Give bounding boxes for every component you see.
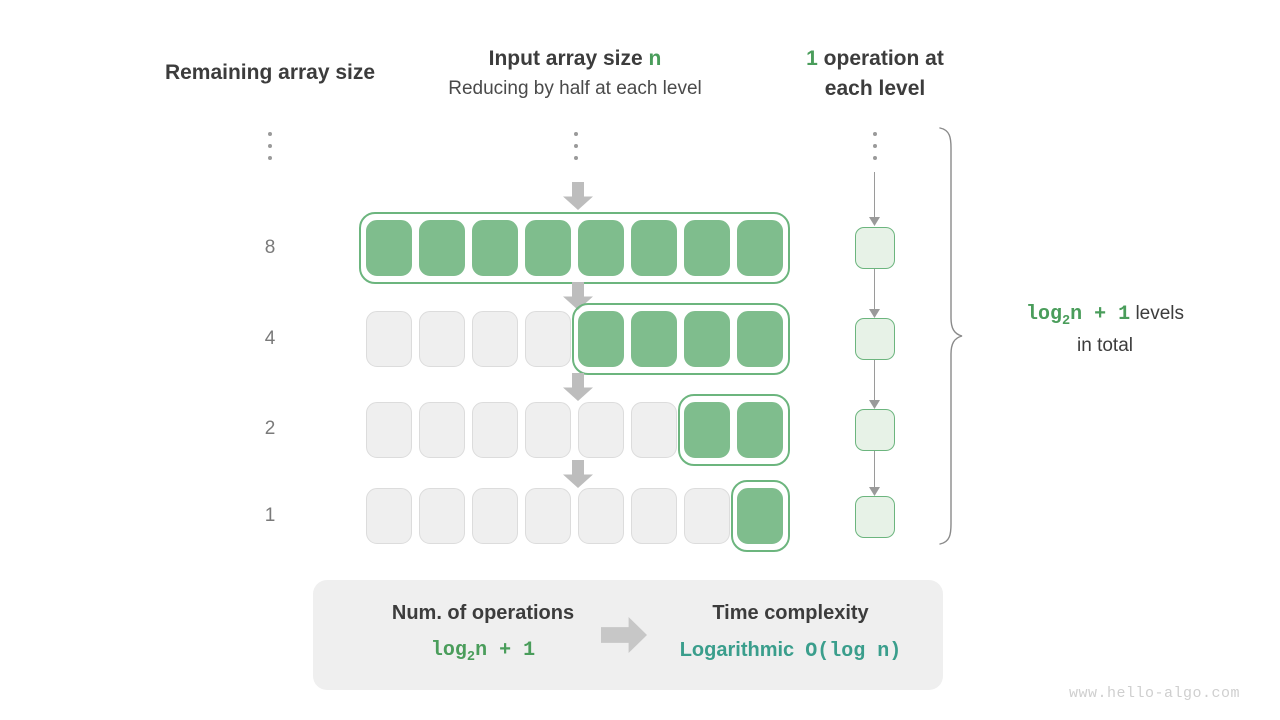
array-cell-gray bbox=[472, 488, 518, 544]
operation-box-level-4 bbox=[855, 318, 895, 360]
summary-right-title: Time complexity bbox=[712, 602, 869, 624]
levels-formula: log2n + 1 bbox=[1025, 303, 1131, 329]
array-cell-green bbox=[631, 220, 677, 276]
summary-left-formula: log2n + 1 bbox=[430, 639, 536, 665]
dot-icon bbox=[873, 144, 877, 148]
array-cell-gray bbox=[578, 402, 624, 458]
array-cell-gray bbox=[525, 488, 571, 544]
array-cell-gray bbox=[684, 488, 730, 544]
operation-connector-line bbox=[874, 451, 876, 495]
halving-arrow-icon-1 bbox=[563, 182, 593, 210]
operation-connector-line bbox=[874, 269, 876, 313]
array-row-4 bbox=[363, 303, 793, 375]
array-cell-green bbox=[631, 311, 677, 367]
header-operations-per-level: 1 operation at each level bbox=[780, 46, 970, 103]
array-cell-green bbox=[419, 220, 465, 276]
arrow-head-icon bbox=[869, 309, 880, 318]
array-cell-green bbox=[737, 311, 783, 367]
active-segment-outline bbox=[731, 480, 790, 552]
array-cell-gray bbox=[366, 402, 412, 458]
arrow-head-icon bbox=[869, 400, 880, 409]
summary-complexity-word: Logarithmic bbox=[679, 639, 795, 661]
size-label-2: 2 bbox=[264, 418, 276, 439]
array-cell-green bbox=[737, 402, 783, 458]
active-segment-outline bbox=[678, 394, 790, 466]
array-cell-gray bbox=[419, 311, 465, 367]
header-input-array-size: Input array size n Reducing by half at e… bbox=[380, 46, 770, 101]
array-cell-gray bbox=[525, 402, 571, 458]
dot-icon bbox=[873, 156, 877, 160]
array-cell-gray bbox=[472, 402, 518, 458]
summary-right-value: Logarithmic O(log n) bbox=[653, 639, 928, 663]
header-right-line1: 1 operation at bbox=[780, 46, 970, 72]
arrow-head-icon bbox=[869, 217, 880, 226]
operation-box-level-1 bbox=[855, 496, 895, 538]
array-cell-green bbox=[578, 220, 624, 276]
array-column-ellipsis bbox=[571, 132, 581, 160]
size-label-8: 8 bbox=[264, 237, 276, 258]
header-right-line1-rest: operation at bbox=[817, 47, 944, 70]
array-row-8 bbox=[359, 212, 793, 284]
array-cell-green bbox=[737, 220, 783, 276]
operation-connector-line bbox=[874, 360, 876, 404]
array-row-2 bbox=[363, 394, 793, 466]
dot-icon bbox=[574, 132, 578, 136]
array-cell-green bbox=[525, 220, 571, 276]
summary-left-column: Num. of operations log2n + 1 bbox=[343, 602, 623, 665]
active-segment-outline bbox=[572, 303, 790, 375]
size-label-4: 4 bbox=[264, 328, 276, 349]
header-middle-subtitle: Reducing by half at each level bbox=[448, 78, 702, 100]
levels-note-suffix: levels bbox=[1130, 303, 1185, 324]
operation-connector-line bbox=[874, 172, 876, 220]
header-left-text: Remaining array size bbox=[164, 61, 376, 84]
arrow-head-icon bbox=[869, 487, 880, 496]
levels-total-note: log2n + 1 levels in total bbox=[980, 300, 1230, 359]
summary-right-column: Time complexity Logarithmic O(log n) bbox=[653, 602, 928, 663]
array-cell-green bbox=[366, 220, 412, 276]
array-cell-green bbox=[737, 488, 783, 544]
header-middle-prefix: Input array size bbox=[488, 47, 649, 70]
array-cell-green bbox=[684, 311, 730, 367]
dot-icon bbox=[574, 156, 578, 160]
array-cell-green bbox=[578, 311, 624, 367]
header-right-accent-1: 1 bbox=[806, 47, 818, 70]
array-cell-gray bbox=[472, 311, 518, 367]
array-cell-gray bbox=[366, 311, 412, 367]
dot-icon bbox=[268, 132, 272, 136]
array-cell-green bbox=[684, 220, 730, 276]
levels-brace-icon bbox=[939, 127, 963, 545]
array-row-1 bbox=[363, 480, 793, 552]
header-middle-title: Input array size n bbox=[380, 46, 770, 72]
summary-left-title: Num. of operations bbox=[391, 602, 575, 624]
array-cell-gray bbox=[525, 311, 571, 367]
operation-box-level-2 bbox=[855, 409, 895, 451]
levels-note-line1: log2n + 1 levels bbox=[980, 300, 1230, 332]
halving-arrow-icon-4 bbox=[563, 460, 593, 488]
size-column-ellipsis bbox=[265, 132, 275, 160]
operation-box-level-8 bbox=[855, 227, 895, 269]
active-segment-outline bbox=[359, 212, 790, 284]
array-cell-gray bbox=[419, 488, 465, 544]
header-middle-accent-n: n bbox=[648, 47, 662, 70]
array-cell-green bbox=[472, 220, 518, 276]
summary-box: Num. of operations log2n + 1 Time comple… bbox=[313, 580, 943, 690]
levels-note-line2: in total bbox=[1077, 334, 1133, 356]
dot-icon bbox=[574, 144, 578, 148]
operation-column-ellipsis bbox=[870, 132, 880, 160]
watermark: www.hello-algo.com bbox=[1068, 685, 1240, 702]
halving-arrow-icon-3 bbox=[563, 373, 593, 401]
array-cell-gray bbox=[631, 402, 677, 458]
size-label-1: 1 bbox=[264, 505, 276, 526]
array-cell-green bbox=[684, 402, 730, 458]
summary-complexity-notation: O(log n) bbox=[805, 640, 902, 663]
array-cell-gray bbox=[366, 488, 412, 544]
header-right-line2: each level bbox=[824, 77, 926, 101]
array-cell-gray bbox=[578, 488, 624, 544]
header-remaining-array-size: Remaining array size bbox=[120, 60, 420, 86]
array-cell-gray bbox=[631, 488, 677, 544]
dot-icon bbox=[268, 156, 272, 160]
array-cell-gray bbox=[419, 402, 465, 458]
dot-icon bbox=[268, 144, 272, 148]
dot-icon bbox=[873, 132, 877, 136]
